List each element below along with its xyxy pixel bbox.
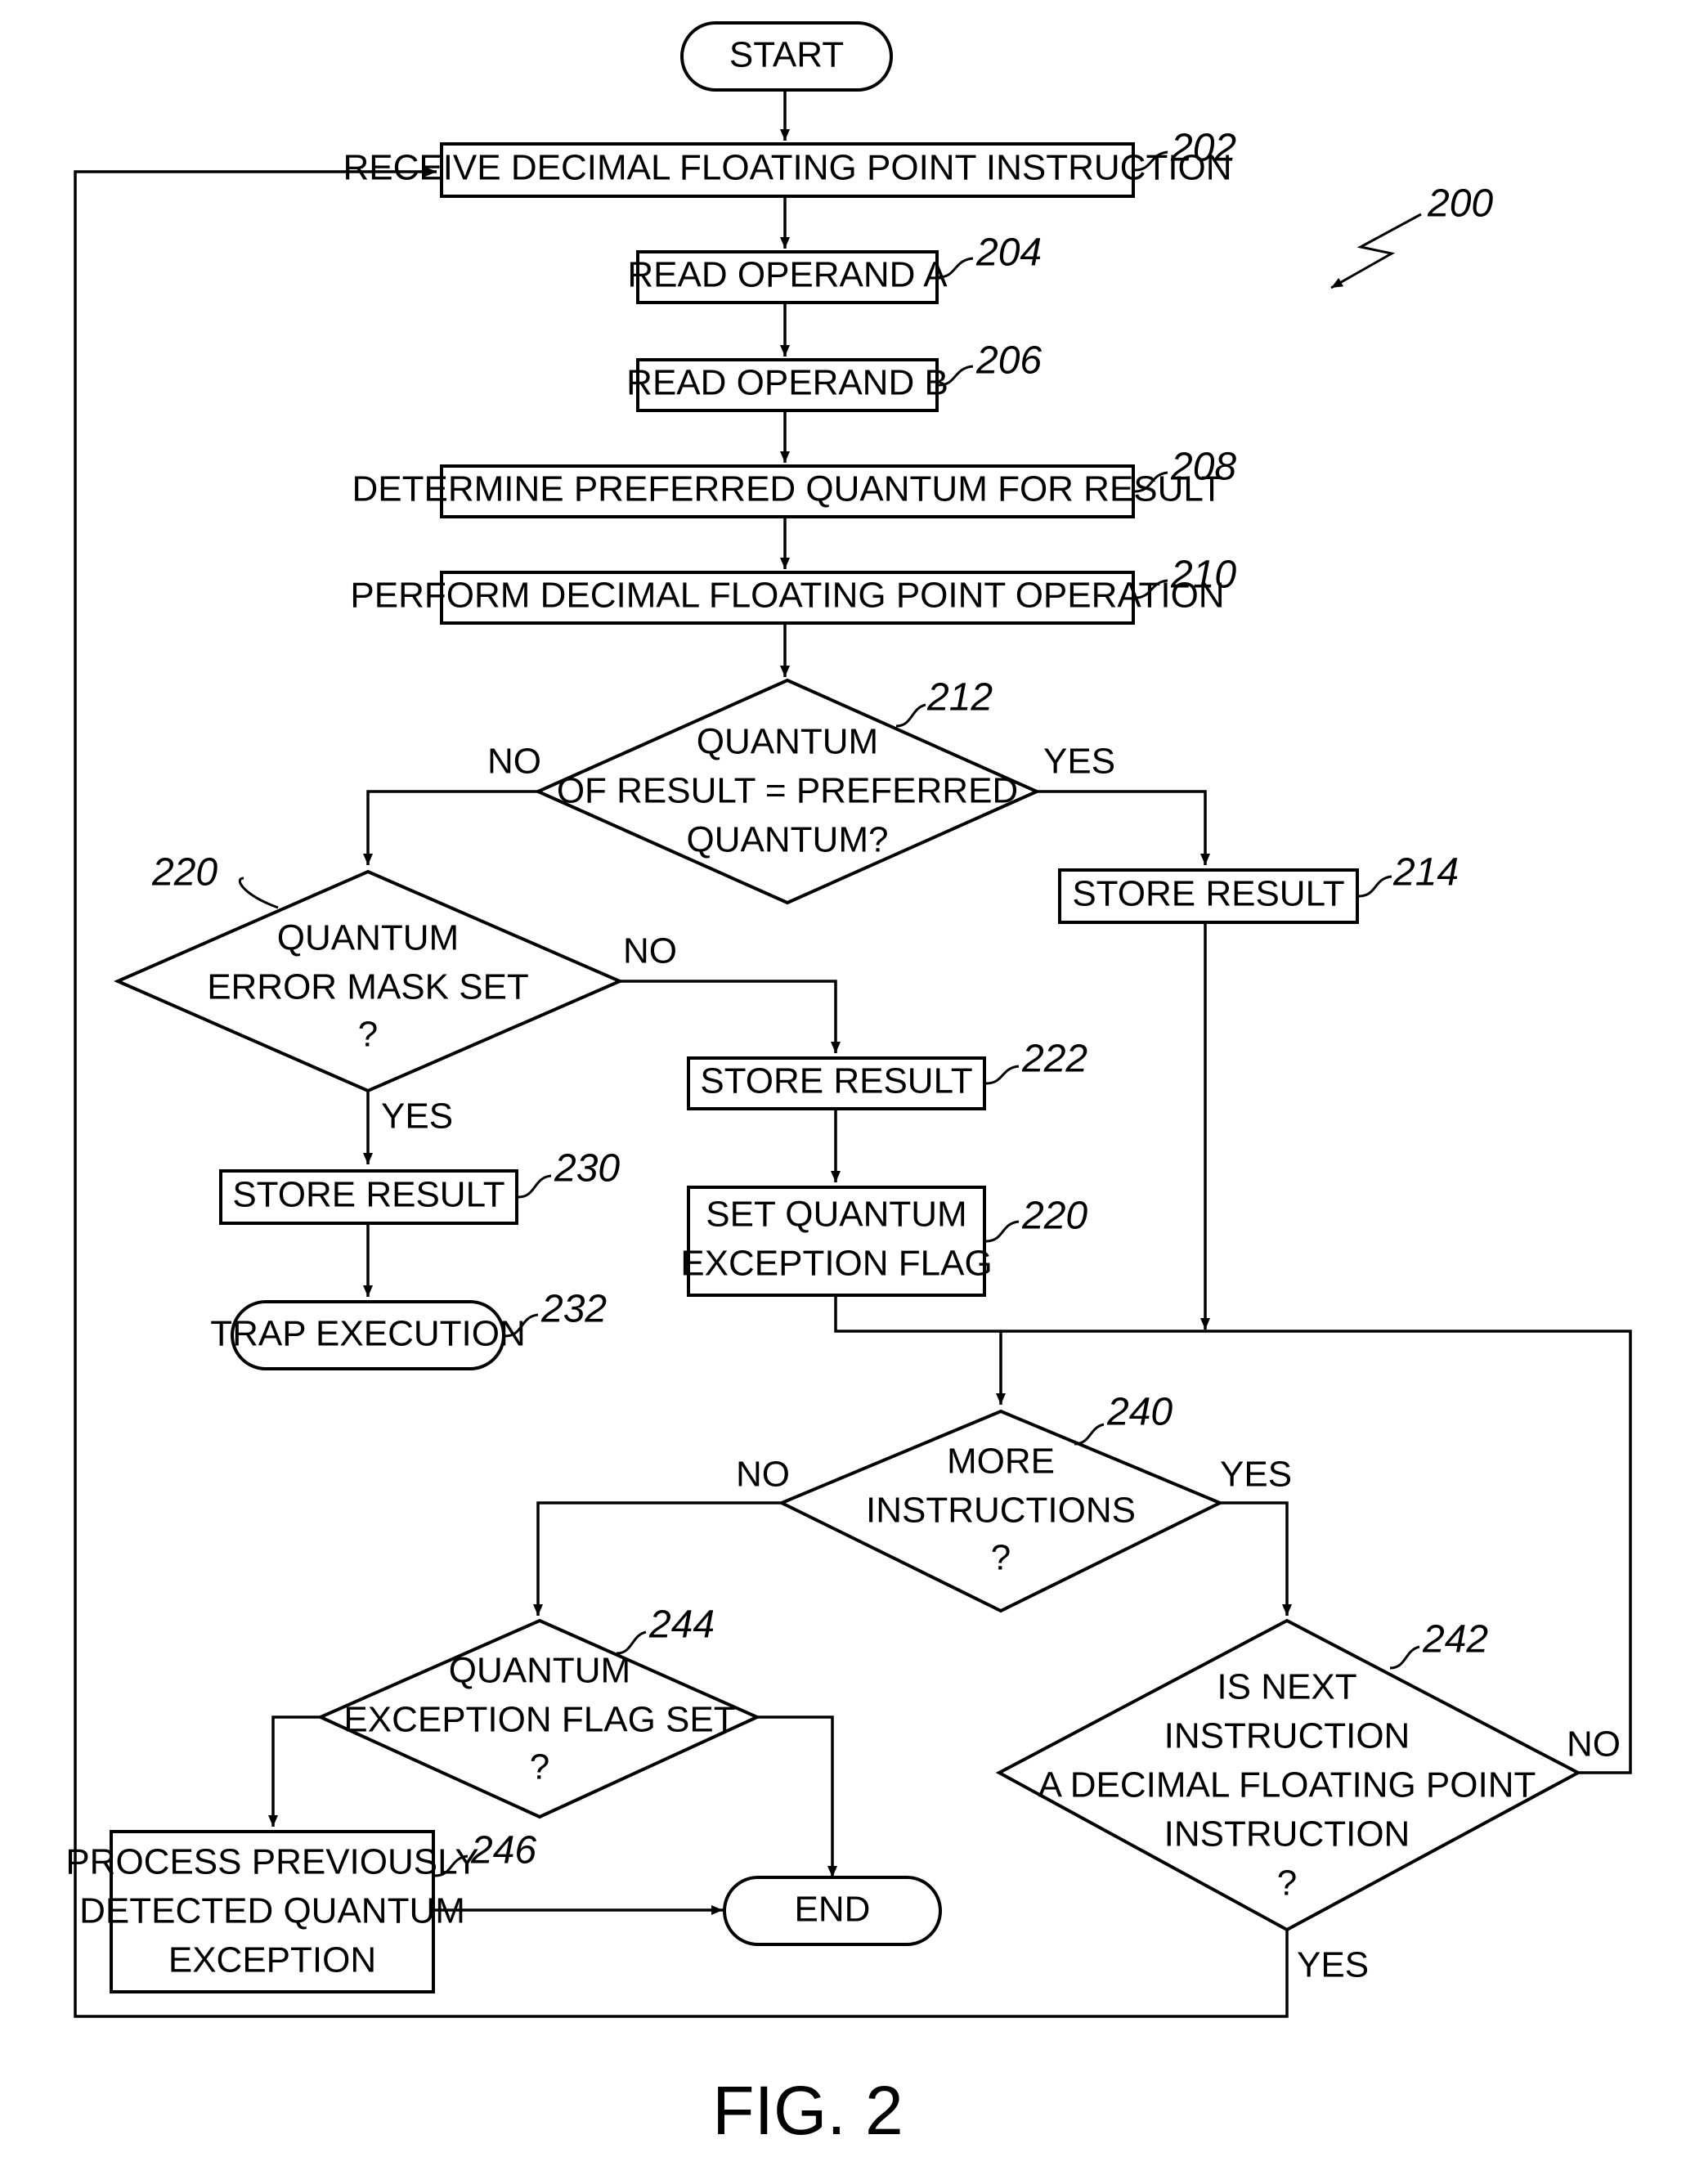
- ref-200: 200: [1427, 182, 1493, 226]
- decision-220-line-2: ERROR MASK SET: [207, 967, 529, 1007]
- decision-242-line-3: A DECIMAL FLOATING POINT: [1038, 1765, 1536, 1805]
- ref-208: 208: [1170, 446, 1236, 489]
- process-210-label: PERFORM DECIMAL FLOATING POINT OPERATION: [350, 576, 1224, 616]
- leader-212: [896, 705, 926, 726]
- process-246-line-1: PROCESS PREVIOUSLY: [65, 1842, 478, 1882]
- ref-232: 232: [540, 1288, 607, 1331]
- label-240-yes: YES: [1220, 1455, 1292, 1495]
- process-222-label: STORE RESULT: [700, 1061, 972, 1101]
- end-label: END: [795, 1890, 871, 1930]
- decision-240-line-3: ?: [991, 1538, 1011, 1578]
- node-214: STORE RESULT: [1060, 870, 1357, 922]
- process-246-line-2: DETECTED QUANTUM: [79, 1891, 465, 1931]
- process-246-line-3: EXCEPTION: [168, 1940, 376, 1980]
- decision-242-line-1: IS NEXT: [1217, 1667, 1356, 1707]
- decision-244-line-2: EXCEPTION FLAG SET: [343, 1700, 735, 1740]
- node-start: START: [682, 23, 891, 90]
- ref-240: 240: [1106, 1391, 1173, 1434]
- ref-242: 242: [1422, 1618, 1488, 1662]
- decision-212-line-3: QUANTUM?: [687, 820, 889, 860]
- terminal-232-label: TRAP EXECUTION: [210, 1314, 525, 1354]
- ref-220b: 220: [1021, 1195, 1087, 1238]
- leader-222: [986, 1066, 1019, 1083]
- decision-244: QUANTUM EXCEPTION FLAG SET ?: [321, 1621, 757, 1817]
- process-230-label: STORE RESULT: [232, 1175, 504, 1215]
- ref-214: 214: [1392, 851, 1459, 895]
- node-230: STORE RESULT: [221, 1171, 517, 1223]
- decision-240-line-1: MORE: [947, 1442, 1055, 1482]
- process-206-label: READ OPERAND B: [626, 363, 948, 403]
- label-220-no: NO: [623, 931, 677, 971]
- process-220b-line-1: SET QUANTUM: [706, 1195, 966, 1235]
- label-212-no: NO: [487, 742, 541, 782]
- decision-220-line-3: ?: [358, 1015, 378, 1055]
- arrow-240-no: [538, 1503, 782, 1616]
- ref-206: 206: [975, 339, 1042, 383]
- label-240-no: NO: [736, 1455, 790, 1495]
- decision-242: IS NEXT INSTRUCTION A DECIMAL FLOATING P…: [999, 1621, 1578, 1930]
- ref-230: 230: [554, 1147, 620, 1191]
- node-222: STORE RESULT: [688, 1058, 984, 1109]
- node-220b: SET QUANTUM EXCEPTION FLAG: [680, 1187, 992, 1295]
- process-204-label: READ OPERAND A: [627, 255, 948, 295]
- node-232: TRAP EXECUTION: [210, 1302, 525, 1369]
- ref-212: 212: [926, 676, 993, 720]
- node-246: PROCESS PREVIOUSLY DETECTED QUANTUM EXCE…: [65, 1832, 478, 1992]
- node-204: READ OPERAND A: [627, 252, 948, 303]
- label-242-no: NO: [1567, 1724, 1621, 1765]
- ref-222: 222: [1021, 1038, 1087, 1081]
- decision-242-line-4: INSTRUCTION: [1164, 1814, 1410, 1854]
- decision-242-line-2: INSTRUCTION: [1164, 1716, 1410, 1756]
- ref-204: 204: [975, 231, 1042, 275]
- arrow-240-yes: [1220, 1503, 1287, 1616]
- arrow-220-no: [620, 981, 836, 1053]
- ref-202: 202: [1170, 127, 1236, 170]
- ref-244: 244: [648, 1603, 715, 1647]
- decision-244-line-3: ?: [530, 1747, 549, 1787]
- arrow-244-no: [757, 1717, 832, 1877]
- ref-210: 210: [1170, 554, 1236, 597]
- leader-230: [518, 1176, 551, 1197]
- process-214-label: STORE RESULT: [1072, 874, 1344, 914]
- leader-220b: [986, 1222, 1019, 1241]
- node-end: END: [724, 1877, 940, 1944]
- arrow-244-yes: [273, 1717, 321, 1827]
- decision-220: QUANTUM ERROR MASK SET ?: [118, 872, 620, 1091]
- leader-214: [1359, 877, 1392, 896]
- node-202: RECEIVE DECIMAL FLOATING POINT INSTRUCTI…: [343, 144, 1231, 196]
- process-208-label: DETERMINE PREFERRED QUANTUM FOR RESULT: [352, 469, 1222, 509]
- ref-220: 220: [151, 851, 217, 895]
- leader-220: [240, 878, 278, 908]
- arrow-212-yes: [1037, 792, 1205, 865]
- process-202-label: RECEIVE DECIMAL FLOATING POINT INSTRUCTI…: [343, 148, 1231, 188]
- node-208: DETERMINE PREFERRED QUANTUM FOR RESULT: [352, 466, 1222, 517]
- leader-240: [1074, 1424, 1104, 1444]
- decision-240-line-2: INSTRUCTIONS: [866, 1491, 1136, 1531]
- figure-label: FIG. 2: [712, 2072, 903, 2149]
- label-242-yes: YES: [1297, 1945, 1369, 1985]
- decision-244-line-1: QUANTUM: [449, 1651, 630, 1691]
- node-206: READ OPERAND B: [626, 360, 948, 410]
- leader-242: [1390, 1647, 1419, 1668]
- label-212-yes: YES: [1043, 742, 1115, 782]
- zigzag-arrow-icon: [1331, 214, 1421, 288]
- node-210: PERFORM DECIMAL FLOATING POINT OPERATION: [350, 572, 1224, 623]
- decision-212-line-1: QUANTUM: [697, 722, 878, 762]
- ref-246: 246: [470, 1829, 536, 1872]
- label-220-yes: YES: [381, 1096, 453, 1137]
- decision-240: MORE INSTRUCTIONS ?: [782, 1411, 1220, 1611]
- arrow-212-no: [368, 792, 538, 865]
- decision-220-line-1: QUANTUM: [277, 918, 459, 958]
- decision-212-line-2: OF RESULT = PREFERRED: [557, 771, 1018, 811]
- decision-242-line-5: ?: [1277, 1863, 1297, 1904]
- figure-ref-200: 200: [1331, 182, 1493, 288]
- process-220b-line-2: EXCEPTION FLAG: [680, 1244, 992, 1284]
- start-label: START: [729, 35, 844, 75]
- line-220b-to-merge: [836, 1295, 1001, 1331]
